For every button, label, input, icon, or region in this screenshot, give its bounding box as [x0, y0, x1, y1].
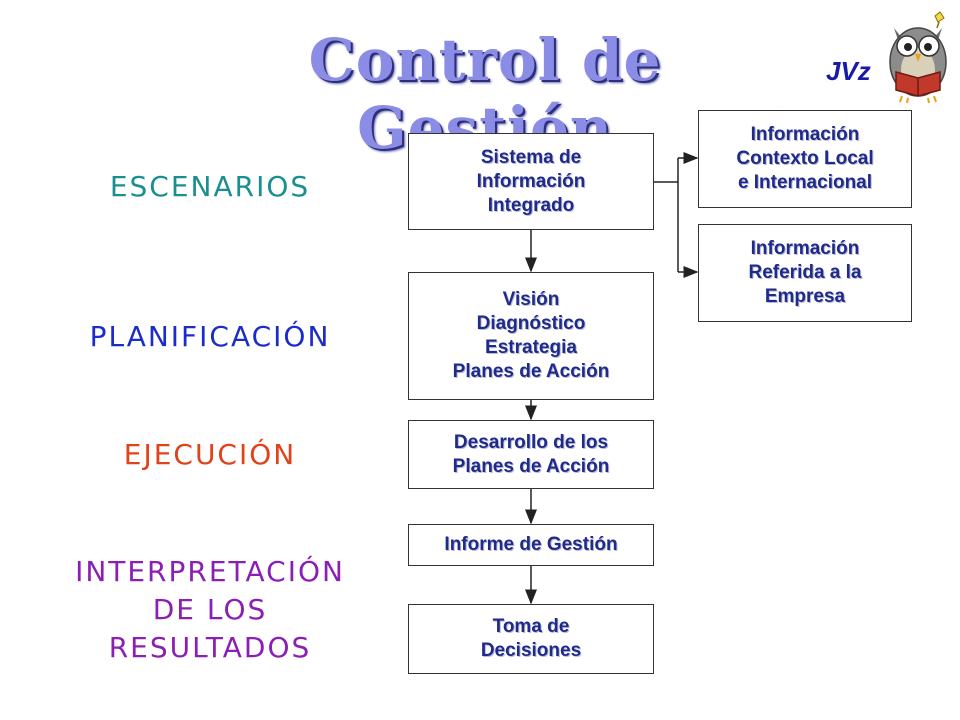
box-referida-line-1: Información [750, 238, 860, 259]
box-desarrollo-planes: Desarrollo de los Planes de Acción [408, 420, 654, 489]
box-desarrollo-line-1: Desarrollo de los [453, 431, 609, 453]
box-informacion-contexto: Información Contexto Local e Internacion… [698, 110, 912, 208]
owl-reading-icon [889, 11, 947, 104]
box-toma-line-2: Decisiones [480, 640, 582, 661]
box-referida-line-2: Referida a la [748, 262, 862, 283]
page-title: Control de Gestión [308, 26, 662, 162]
box-informe-gestion: Informe de Gestión [408, 524, 654, 566]
box-vision-estrategia: Visión Diagnóstico Estrategia Planes de … [408, 272, 654, 400]
box-vision-line-3: Estrategia [485, 337, 577, 358]
box-toma-decisiones: Toma de Decisiones [408, 604, 654, 674]
box-toma-line-1: Toma de [492, 616, 570, 637]
stage-escenarios: ESCENARIOS [60, 168, 360, 206]
stage-interpretacion-line-3: RESULTADOS [108, 631, 312, 664]
box-informe-line-1: Informe de Gestión [444, 534, 618, 555]
box-desarrollo-line-2: Planes de Acción [452, 455, 610, 477]
box-contexto-line-1: Información [750, 124, 860, 145]
box-sistema-line-1: Sistema de [480, 146, 582, 168]
stage-planificacion: PLANIFICACIÓN [40, 318, 380, 356]
box-vision-line-1: Visión [502, 289, 560, 310]
box-sistema-line-3: Integrado [487, 194, 575, 216]
stage-interpretacion-line-2: DE LOS [152, 593, 268, 626]
box-referida-line-3: Empresa [764, 286, 846, 307]
box-contexto-line-3: e Internacional [737, 172, 873, 193]
stage-ejecucion-label: EJECUCIÓN [123, 438, 297, 471]
box-informacion-referida: Información Referida a la Empresa [698, 224, 912, 322]
stage-escenarios-label: ESCENARIOS [109, 170, 311, 203]
box-sistema-line-2: Información [476, 170, 586, 192]
box-vision-line-4: Planes de Acción [452, 361, 610, 382]
stage-interpretacion-line-1: INTERPRETACIÓN [75, 555, 345, 588]
stage-planificacion-label: PLANIFICACIÓN [89, 320, 331, 353]
author-signature: JVz [826, 56, 871, 86]
stage-ejecucion: EJECUCIÓN [60, 436, 360, 474]
box-contexto-line-2: Contexto Local [736, 148, 874, 169]
stage-interpretacion: INTERPRETACIÓN DE LOS RESULTADOS [30, 553, 390, 667]
box-sistema-informacion: Sistema de Información Integrado [408, 133, 654, 230]
box-vision-line-2: Diagnóstico [476, 313, 586, 334]
